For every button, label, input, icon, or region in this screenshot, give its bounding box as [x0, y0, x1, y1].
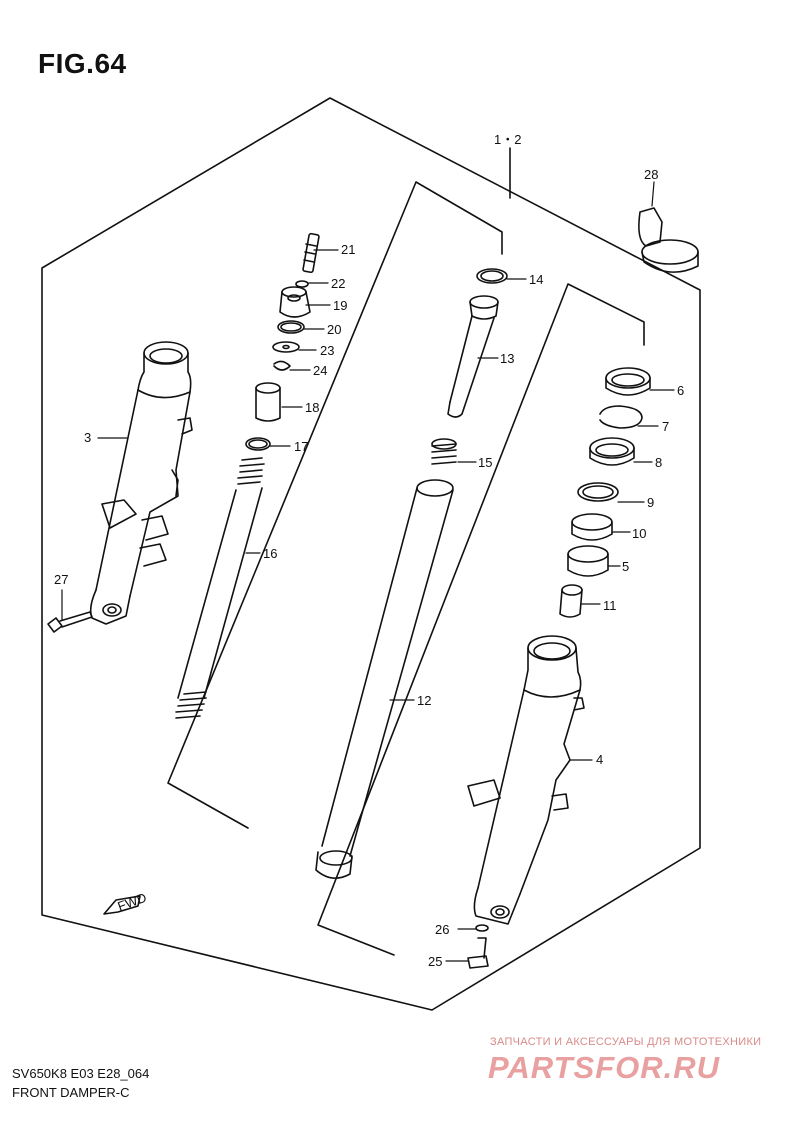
label-10: 10 [632, 526, 646, 541]
label-5: 5 [622, 559, 629, 574]
label-16: 16 [263, 546, 277, 561]
label-26: 26 [435, 922, 449, 937]
part-17-ring [245, 437, 271, 451]
part-28-cover [638, 207, 699, 273]
part-9-washer [577, 482, 619, 502]
label-22: 22 [331, 276, 345, 291]
label-11: 11 [603, 598, 617, 613]
part-14-ring [476, 268, 508, 284]
part-10-bushing [571, 513, 613, 541]
label-15: 15 [478, 455, 492, 470]
inner-bracket-left [167, 181, 503, 829]
label-25: 25 [428, 954, 442, 969]
part-23-washer [272, 341, 300, 353]
part-25-bolt [467, 937, 489, 969]
label-7: 7 [662, 419, 669, 434]
part-7-circlip [599, 405, 643, 429]
part-8-oil-seal [589, 437, 635, 466]
label-23: 23 [320, 343, 334, 358]
label-12: 12 [417, 693, 431, 708]
part-16-spring [175, 457, 265, 719]
part-12-inner-tube [315, 479, 454, 879]
watermark-tagline: ЗАПЧАСТИ И АКСЕССУАРЫ ДЛЯ МОТОТЕХНИКИ [490, 1036, 762, 1048]
label-27: 27 [54, 572, 68, 587]
label-20: 20 [327, 322, 341, 337]
part-26-washer [475, 924, 489, 932]
label-3: 3 [84, 430, 91, 445]
fwd-arrow-icon [103, 895, 141, 915]
figure-caption: FRONT DAMPER-C [12, 1085, 130, 1100]
part-22-ring [295, 280, 309, 288]
model-code: SV650K8 E03 E28_064 [12, 1066, 150, 1081]
label-18: 18 [305, 400, 319, 415]
bolt-27 [47, 611, 93, 633]
label-6: 6 [677, 383, 684, 398]
label-24: 24 [313, 363, 327, 378]
part-18-spacer [255, 382, 281, 422]
part-19-cap [279, 286, 311, 318]
part-13-rod [447, 295, 499, 418]
figure-title: FIG.64 [38, 48, 127, 79]
label-28: 28 [644, 167, 658, 182]
label-21: 21 [341, 242, 355, 257]
label-13: 13 [500, 351, 514, 366]
assembly-outline [41, 97, 701, 1011]
label-1-2: 1・2 [494, 132, 521, 147]
label-4: 4 [596, 752, 603, 767]
outer-tube-right [467, 635, 585, 925]
part-11-cylinder [559, 584, 583, 618]
part-20-ring [277, 320, 305, 334]
part-15-spring [431, 438, 457, 465]
fwd-label: FWD [116, 890, 149, 914]
label-19: 19 [333, 298, 347, 313]
part-6-dust-seal [605, 367, 651, 396]
part-21-bolt [302, 232, 320, 274]
label-17: 17 [294, 439, 308, 454]
outer-tube-left [89, 341, 193, 625]
label-9: 9 [647, 495, 654, 510]
part-24-clip [273, 360, 291, 371]
part-5-bushing [567, 545, 609, 577]
watermark-logo: PARTSFOR.RU [488, 1050, 721, 1085]
label-8: 8 [655, 455, 662, 470]
inner-bracket-right [317, 283, 645, 956]
label-14: 14 [529, 272, 543, 287]
